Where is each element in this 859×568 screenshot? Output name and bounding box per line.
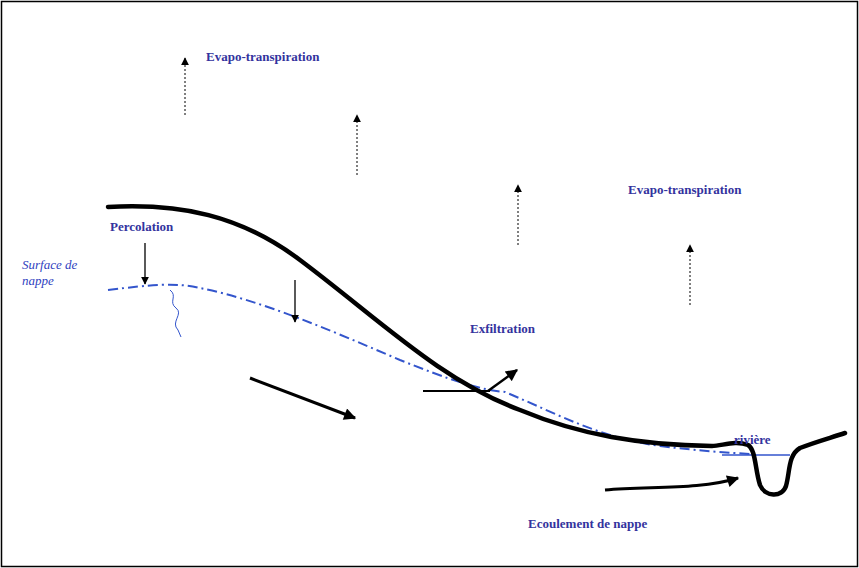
evapotranspiration-arrow (690, 245, 691, 305)
exfiltration-line (423, 390, 490, 392)
river-label: rivière (734, 432, 771, 448)
percolation-arrow (144, 243, 145, 284)
aquifer-flow-arrow (605, 478, 738, 490)
water-table-line (108, 285, 752, 454)
evapotranspiration-arrows (185, 58, 690, 305)
process-label: Ecoulement de nappe (528, 516, 647, 532)
process-label: Evapo-transpiration (628, 182, 741, 198)
exfiltration-arrow (488, 370, 517, 391)
ground-profile (108, 206, 845, 494)
evapotranspiration-arrow (518, 185, 519, 245)
process-label: Evapo-transpiration (206, 49, 319, 65)
evapotranspiration-arrow (185, 58, 186, 115)
evapotranspiration-arrow (357, 115, 358, 175)
groundwater-flow-arrow (250, 378, 355, 418)
process-label: Exfiltration (470, 321, 535, 337)
water-table-marker (170, 290, 181, 337)
process-label: Percolation (110, 219, 173, 235)
percolation-arrow (294, 280, 295, 322)
water-table-label: Surface de nappe (22, 257, 106, 288)
